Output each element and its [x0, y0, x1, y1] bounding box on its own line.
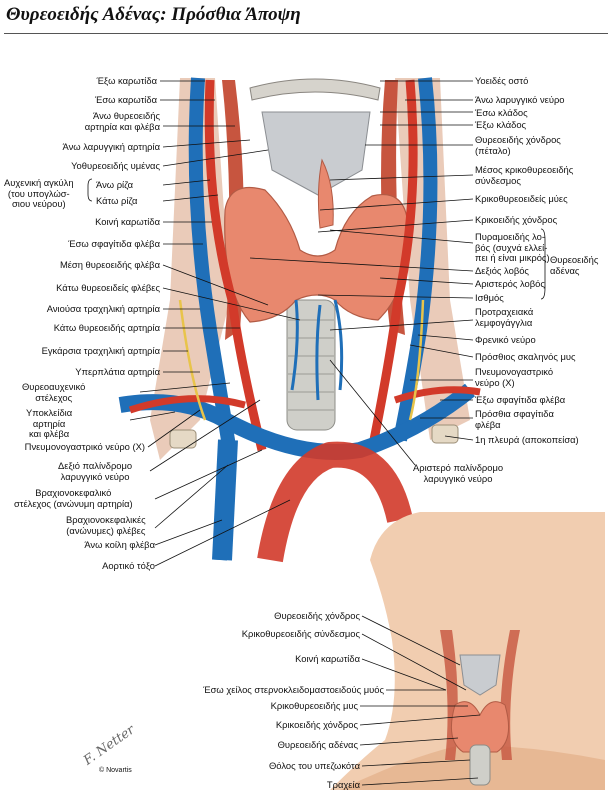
- label-ansa-cervicalis: Αυχενική αγκύλη (του υπογλώσ- σιου νεύρο…: [4, 177, 74, 209]
- left-common-carotid: [367, 79, 418, 451]
- label-brachiocephalic-veins: Βραχιονοκεφαλικές (ανώνυμες) φλέβες: [66, 514, 146, 536]
- thyroid-cartilage: [261, 111, 371, 196]
- label-hyoid-bone: Υοειδές οστό: [475, 75, 529, 86]
- label-thyroid-gland: Θυρεοειδής αδένας: [550, 254, 599, 276]
- right-subclavian-artery: [128, 395, 246, 414]
- inset-trachea: [469, 744, 491, 786]
- label-thyrocervical-trunk: Θυρεοαυχενικό στέλεχος: [22, 381, 86, 403]
- inset-label-cricothyroid-muscle: Κρικοθυρεοειδής μυς: [270, 700, 358, 711]
- label-superior-root: Άνω ρίζα: [96, 179, 134, 190]
- label-external-branch: Έξω κλάδος: [475, 119, 527, 130]
- page-title: Θυρεοειδής Αδένας: Πρόσθια Άποψη: [6, 4, 301, 25]
- label-inferior-root: Κάτω ρίζα: [96, 195, 138, 206]
- left-subclavian-artery: [393, 386, 481, 404]
- aortic-arch: [257, 441, 413, 563]
- thyroid-bracket: [540, 228, 546, 300]
- label-superior-thyroid: Άνω θυρεοειδής αρτηρία και φλέβα: [84, 110, 160, 132]
- inset-label-common-carotid: Κοινή καρωτίδα: [295, 653, 360, 664]
- label-external-carotid: Έξω καρωτίδα: [96, 75, 157, 86]
- label-cricoid-cartilage: Κρικοειδής χόνδρος: [475, 214, 558, 225]
- inset-label-trachea: Τραχεία: [326, 779, 360, 790]
- label-right-recurrent-laryngeal: Δεξιό παλίνδρομο λαρυγγικό νεύρο: [58, 460, 133, 482]
- label-internal-jugular: Έσω σφαγίτιδα φλέβα: [68, 238, 160, 249]
- label-vagus-right: Πνευμονογαστρικό νεύρο (X): [24, 441, 145, 452]
- brachiocephalic-veins: [118, 383, 475, 460]
- label-transverse-cervical-artery: Εγκάρσια τραχηλική αρτηρία: [41, 345, 160, 356]
- label-common-carotid: Κοινή καρωτίδα: [95, 216, 160, 227]
- inset-thyroid-cartilage: [459, 654, 501, 696]
- label-phrenic-nerve: Φρενικό νεύρο: [475, 334, 536, 345]
- title-divider: [4, 33, 608, 34]
- label-internal-branch: Έσω κλάδος: [475, 107, 528, 118]
- label-vagus-left: Πνευμονογαστρικό νεύρο (X): [475, 366, 554, 388]
- inset-illustration: [330, 512, 605, 790]
- inset-label-thyroid-gland: Θυρεοειδής αδένας: [277, 739, 358, 750]
- trachea: [286, 299, 336, 431]
- left-first-rib: [431, 424, 459, 444]
- inset-label-pleural-dome: Θόλος του υπεζωκότα: [269, 760, 360, 771]
- label-thyrohyoid-membrane: Υοθυρεοειδής υμένας: [71, 160, 160, 171]
- label-suprascapular-artery: Υπερπλάτια αρτηρία: [75, 366, 160, 377]
- hyoid-bone: [249, 78, 381, 101]
- phrenic-nerve-left: [408, 299, 425, 421]
- label-ascending-cervical-artery: Ανιούσα τραχηλική αρτηρία: [46, 303, 160, 314]
- label-right-lobe: Δεξιός λοβός: [475, 265, 529, 276]
- copyright-text: © Novartis: [99, 767, 132, 774]
- phrenic-nerve-right: [178, 299, 207, 421]
- label-thyroid-cartilage: Θυρεοειδής χόνδρος (πέταλο): [475, 134, 561, 156]
- label-left-recurrent-laryngeal: Αριστερό παλίνδρομο λαρυγγικό νεύρο: [413, 462, 504, 484]
- label-internal-carotid: Έσω καρωτίδα: [95, 94, 157, 105]
- inset-label-thyroid-cartilage: Θυρεοειδής χόνδρος: [274, 610, 360, 621]
- pyramidal-lobe: [317, 158, 334, 229]
- label-first-rib: 1η πλευρά (αποκοπείσα): [475, 434, 579, 445]
- root-bracket: [87, 178, 93, 202]
- label-anterior-scalene: Πρόσθιος σκαληνός μυς: [475, 351, 576, 362]
- label-inferior-thyroid-artery: Κάτω θυρεοειδής αρτηρία: [53, 322, 160, 333]
- label-anterior-jugular: Πρόσθια σφαγίτιδα φλέβα: [475, 408, 554, 430]
- label-aortic-arch: Αορτικό τόξο: [102, 560, 155, 571]
- inferior-thyroid-veins: [290, 299, 344, 401]
- superior-vena-cava: [212, 439, 238, 561]
- inset-thyroid-gland: [450, 701, 510, 753]
- label-cricothyroid-muscles: Κρικοθυρεοειδείς μύες: [475, 193, 568, 204]
- label-left-lobe: Αριστερός λοβός: [475, 278, 545, 289]
- right-first-rib: [169, 429, 197, 449]
- label-pretracheal-lymph-nodes: Προτραχειακά λεμφογάγγλια: [475, 306, 534, 328]
- right-common-carotid: [204, 79, 267, 452]
- label-superior-vena-cava: Άνω κοίλη φλέβα: [84, 539, 155, 550]
- label-inferior-thyroid-veins: Κάτω θυρεοειδείς φλέβες: [56, 282, 160, 293]
- inset-label-cricoid-cartilage: Κρικοειδής χόνδρος: [275, 719, 358, 730]
- inset-label-scm-border: Έσω χείλος στερνοκλειδομαστοειδούς μυός: [203, 684, 384, 695]
- label-subclavian: Υποκλείδια αρτηρία και φλέβα: [26, 407, 73, 439]
- label-isthmus: Ισθμός: [475, 292, 504, 303]
- label-external-jugular: Έξω σφαγίτιδα φλέβα: [475, 394, 566, 405]
- leader-lines: [129, 80, 481, 786]
- inset-skin: [330, 512, 605, 790]
- inset-label-cricothyroid-ligament: Κρικοθυρεοειδής σύνδεσμος: [241, 628, 360, 639]
- main-illustration: [118, 77, 481, 563]
- label-superior-laryngeal-artery: Άνω λαρυγγική αρτηρία: [62, 141, 160, 152]
- label-middle-thyroid-vein: Μέση θυρεοειδής φλέβα: [59, 259, 160, 270]
- label-pyramidal-lobe: Πυραμοειδής λο- βός (συχνά ελλεί- πει ή …: [475, 231, 550, 263]
- label-brachiocephalic-trunk: Βραχιονοκεφαλικό στέλεχος (ανώνυμη αρτηρ…: [14, 487, 133, 509]
- label-median-cricothyroid-ligament: Μέσος κρικοθυρεοειδής σύνδεσμος: [475, 164, 574, 186]
- label-superior-laryngeal-nerve: Άνω λαρυγγικό νεύρο: [475, 94, 565, 105]
